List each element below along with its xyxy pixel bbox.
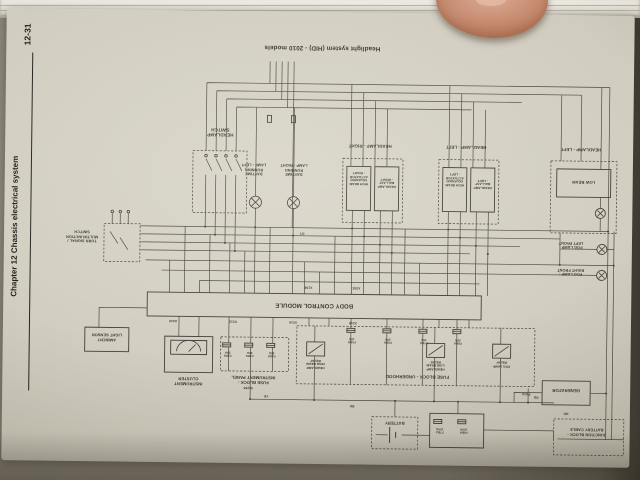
label-junction-block: JUNCTION BLOCK - BATTERY CABLE: [567, 427, 607, 438]
label-low-beam: LOW BEAM: [572, 179, 596, 186]
wire-label-gy: GY: [299, 231, 305, 236]
label-fog-lamp-left: FOG LAMP - LEFT FRONT: [558, 240, 584, 250]
page-edge-line: [0, 5, 640, 6]
label-headlamp-left-lowbeam-assembly: HEADLAMP - LEFT: [560, 146, 602, 153]
label-high-beam-solenoid-right: HIGH BEAM SOLENOID ACTUATOR - RIGHT: [349, 171, 369, 187]
label-fog-lamp-right: FOG LAMP - RIGHT FRONT: [557, 267, 585, 277]
fuse-f5du: F5DU 10A: [347, 336, 356, 345]
label-generator: GENERATOR: [552, 387, 581, 394]
label-turn-signal-switch: TURN SIGNAL / MULTIFUNCTION SWITCH: [65, 229, 99, 243]
fuse-icon: [222, 329, 466, 423]
label-ballast-left: HEADLAMP BALLAST - LEFT: [473, 178, 492, 191]
fuse-f8ba: F8BA 100A: [459, 427, 468, 435]
label-ballast-right: HEADLAMP BALLAST - RIGHT: [377, 177, 396, 189]
fuse-f8du: F8DU 25A: [453, 338, 462, 346]
gauge-icon: [176, 340, 202, 352]
fuse-f2ds: F2DS 25A: [223, 350, 232, 358]
label-headlamp-right: HEADLAMP - RIGHT: [348, 143, 392, 149]
label-headlamp-high-beam-relay: HEADLAMP HIGH BEAM RELAY: [306, 358, 325, 370]
label-battery: BATTERY: [384, 420, 405, 426]
label-headlamp-switch: HEADLAMP SWITCH: [207, 126, 234, 138]
lamp-icon: [596, 244, 608, 255]
connector-x210: X210: [169, 318, 177, 324]
connector-x212: X212: [229, 319, 237, 324]
label-daytime-running-lamp-left: DAYTIME RUNNING LAMP - LEFT: [241, 162, 267, 176]
lamp-icon: [596, 270, 607, 281]
page-number: 12-31: [22, 23, 33, 46]
chapter-header: Chapter 12 Chassis electrical system: [9, 155, 21, 297]
lamp-icon: [594, 208, 606, 219]
lamp-icon: [249, 195, 262, 209]
wire-label-rd: RD: [533, 395, 539, 400]
wire-label-ye: YE: [263, 394, 269, 399]
page-edge-line: [0, 10, 640, 11]
fuse-f3ds: F3DS 30A: [245, 350, 254, 359]
symbols: [110, 153, 608, 443]
label-high-beam-solenoid-left: HIGH BEAM SOLENOID ACTUATOR - LEFT: [445, 172, 465, 188]
battery-icon: [389, 426, 397, 443]
connector-50255: 50255: [243, 385, 253, 390]
lamp-icon: [287, 196, 300, 210]
bus-junction-dots: [204, 225, 615, 404]
connector-x216: X216: [289, 320, 297, 325]
label-ambient-light-sensor: AMBIENT LIGHT SENSOR: [91, 332, 123, 343]
switch-contact-icon: [110, 153, 238, 214]
connector-x218: X218: [349, 321, 357, 326]
fuse-f7ba: F7BA 100A: [435, 426, 444, 435]
fuse-f7du: F7DU 15A: [419, 337, 428, 346]
wire-label-bk: BK: [349, 404, 355, 409]
label-fog-lamp-relay: FOG LAMP RELAY: [492, 360, 511, 369]
label-daytime-running-lamp-right: DAYTIME RUNNING LAMP - RIGHT: [280, 162, 308, 177]
fuse-f4ds: F4DS 20A: [267, 350, 276, 359]
relay-icon: [308, 343, 509, 357]
label-headlamp-low-beam-relay: HEADLAMP LOW BEAM RELAY: [426, 359, 445, 372]
connector-x302: X302: [352, 286, 361, 291]
fingernail: [476, 0, 506, 6]
connector-x108: X108: [304, 285, 313, 290]
component-outlines: [84, 114, 612, 449]
label-instrument-cluster: INSTRUMENT CLUSTER: [173, 376, 203, 387]
dashed-outlines: [103, 150, 625, 457]
label-fuse-block-instrument-panel: FUSE BLOCK - INSTRUMENT PANEL: [231, 374, 276, 386]
wire-label-rd: RD: [563, 411, 569, 416]
label-headlamp-left: HEADLAMP - LEFT: [445, 144, 487, 151]
fuse-f6du: F6DU 20A: [383, 337, 392, 345]
